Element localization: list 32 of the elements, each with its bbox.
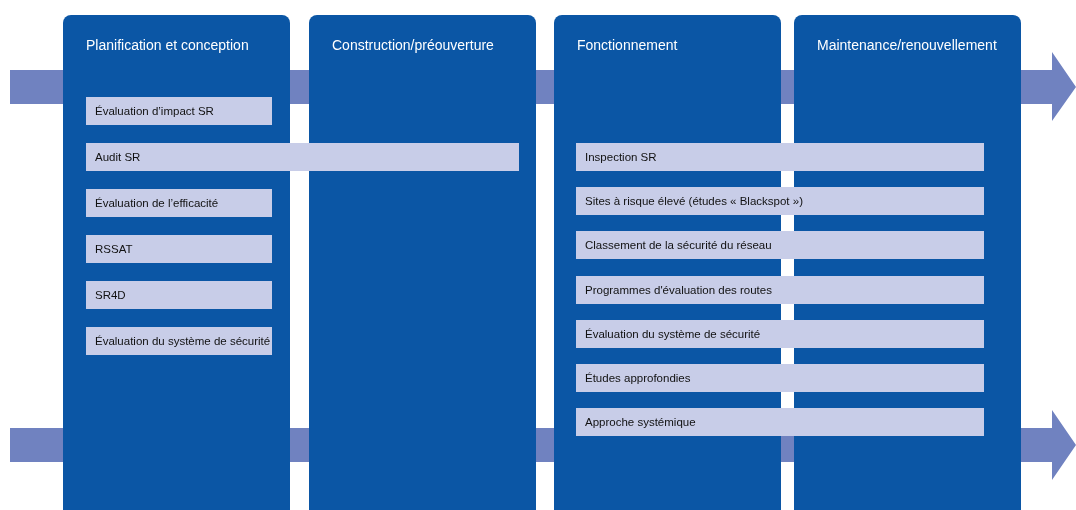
method-bar [576,143,984,171]
phase-column [63,15,290,510]
method-bar [576,187,984,215]
method-label: SR4D [95,289,126,301]
phase-column [309,15,536,510]
method-label: RSSAT [95,243,133,255]
method-bar [86,281,272,309]
method-label: Évaluation du système de sécurité [95,335,271,347]
method-label: Sites à risque élevé (études « Blackspot ») [585,195,803,207]
method-bar [576,364,984,392]
method-label: Inspection SR [585,151,657,163]
method-bar [86,235,272,263]
method-bar [576,320,984,348]
method-label: Classement de la sécurité du réseau [585,239,772,251]
method-label: Études approfondies [585,372,691,384]
phase-title: Maintenance/renouvellement [817,37,997,53]
phase-title: Construction/préouverture [332,37,494,53]
method-label: Approche systémique [585,416,696,428]
method-label: Programmes d'évaluation des routes [585,284,772,296]
method-bar [86,327,272,355]
method-bar [86,97,272,125]
method-bar [576,231,984,259]
phase-title: Fonctionnement [577,37,678,53]
method-label: Évaluation d’impact SR [95,105,214,117]
method-bar [576,276,984,304]
method-bar [576,408,984,436]
method-bar [86,143,519,171]
phase-title: Planification et conception [86,37,249,53]
method-label: Audit SR [95,151,141,163]
method-bar [86,189,272,217]
method-label: Évaluation du système de sécurité [585,328,761,340]
method-label: Évaluation de l’efficacité [95,197,219,209]
